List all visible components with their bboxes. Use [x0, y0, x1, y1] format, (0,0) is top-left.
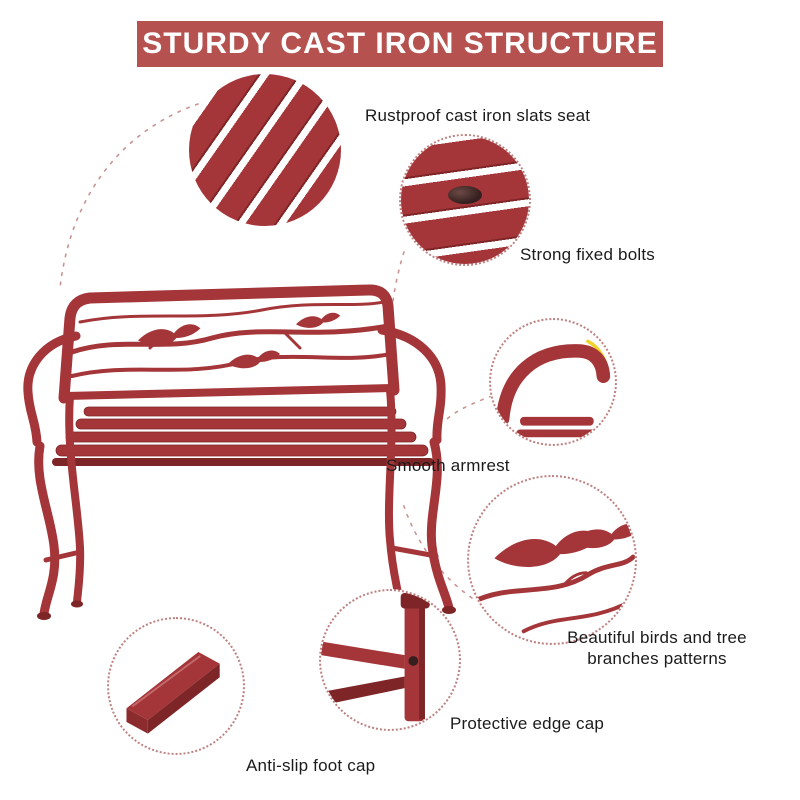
bird-icon — [570, 523, 635, 549]
callout-birds-pattern — [467, 475, 637, 645]
edge-cap-icon — [321, 592, 430, 722]
callout-armrest — [489, 318, 617, 446]
label-birds-pattern-line1: Beautiful birds and tree — [567, 628, 747, 647]
label-fixed-bolts: Strong fixed bolts — [520, 245, 655, 264]
label-slats-seat: Rustproof cast iron slats seat — [365, 106, 591, 125]
bird-icon — [296, 312, 341, 328]
banner-title: STURDY CAST IRON STRUCTURE — [142, 27, 658, 60]
callout-edge-cap — [319, 589, 461, 731]
foot-cap-icon — [126, 652, 220, 734]
callout-slats-seat — [189, 74, 341, 226]
armrest-icon — [495, 339, 611, 438]
label-armrest: Smooth armrest — [386, 456, 510, 475]
label-foot-cap: Anti-slip foot cap — [246, 756, 376, 775]
label-birds-pattern-line2: branches patterns — [587, 649, 727, 668]
bench — [23, 284, 456, 620]
bird-icon — [138, 324, 201, 346]
callout-foot-cap — [107, 617, 245, 755]
bird-icon — [228, 350, 280, 369]
banner: STURDY CAST IRON STRUCTURE — [137, 21, 663, 67]
birds-pattern-icon — [470, 523, 635, 634]
callout-fixed-bolts — [399, 134, 531, 266]
label-edge-cap: Protective edge cap — [450, 714, 605, 733]
bolt-icon — [448, 185, 482, 204]
label-birds-pattern: Beautiful birds and tree branches patter… — [543, 627, 771, 669]
